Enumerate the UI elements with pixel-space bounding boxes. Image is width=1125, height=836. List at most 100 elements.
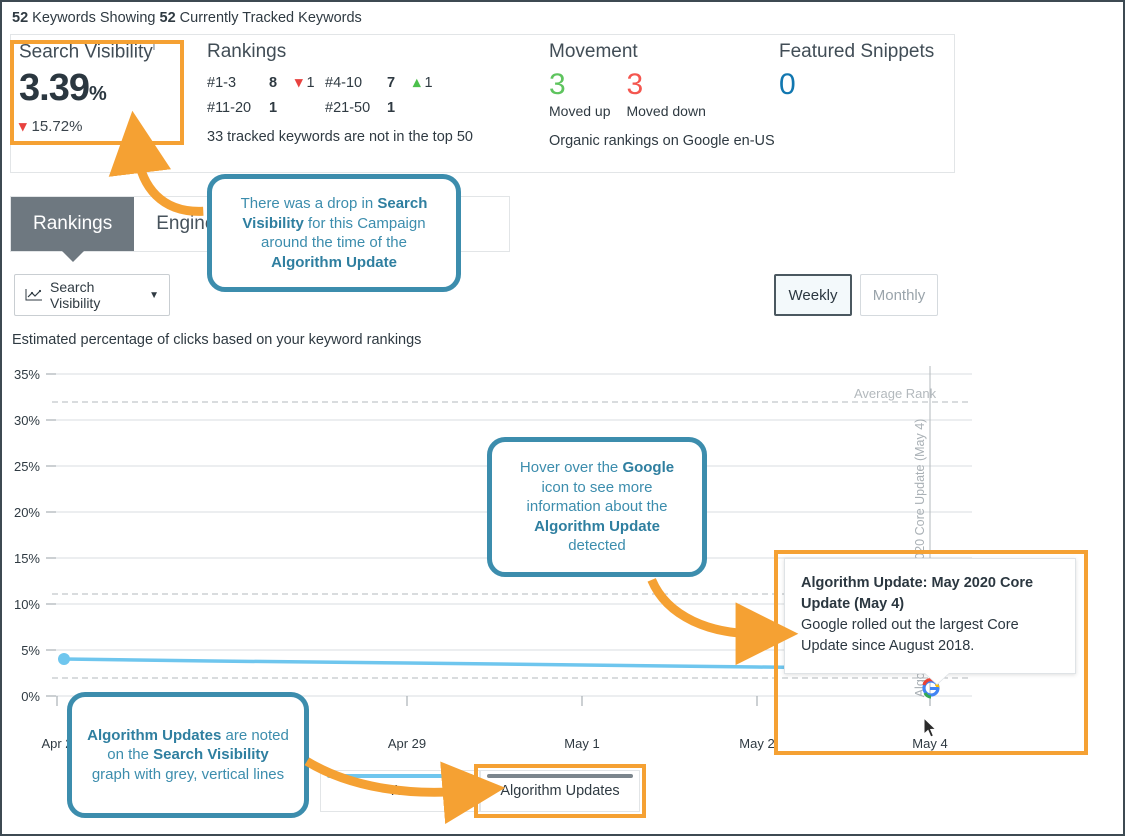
moved-up-value: 3 <box>549 68 566 101</box>
callout-text-bold: Search Visibility <box>242 195 428 232</box>
callout-text-bold: Search Visibility <box>153 746 269 764</box>
metric-dropdown-label: Search Visibility <box>50 279 101 311</box>
algorithm-update-tooltip: Algorithm Update: May 2020 Core Update (… <box>784 558 1076 675</box>
chevron-down-icon: ▾ <box>19 118 27 136</box>
y-tick-label: 30% <box>14 413 40 428</box>
legend-item-algorithm-updates[interactable]: Algorithm Updates <box>480 770 640 812</box>
keyword-count-primary: 52 <box>12 10 29 26</box>
search-visibility-delta: ▾ 15.72% <box>19 118 194 135</box>
featured-snippets-title: Featured Snippets <box>779 41 935 62</box>
y-tick-label: 5% <box>21 643 40 658</box>
chart-x-labels: Apr 2 Apr 29 May 1 May 2 May 4 <box>41 736 947 751</box>
keyword-count-line: 52 Keywords Showing 52 Currently Tracked… <box>12 10 362 26</box>
percent-sign: % <box>88 83 107 106</box>
movement-footnote: Organic rankings on Google en-US <box>549 132 775 149</box>
moved-down-stat: 3 Moved down <box>626 69 705 119</box>
rankings-grid: #1-3 8 ▾ 1 #4-10 7 ▴ 1 #11-20 1 <box>207 70 507 120</box>
callout-text: are noted on the <box>107 726 289 764</box>
chart-subtitle: Estimated percentage of clicks based on … <box>12 332 422 348</box>
x-tick-label: May 4 <box>912 736 947 751</box>
y-tick-label: 35% <box>14 367 40 382</box>
x-tick-label: Apr 2 <box>41 736 72 751</box>
featured-snippets-value: 0 <box>779 68 796 101</box>
chart-legend: You Algorithm Updates <box>320 770 640 812</box>
movement-metric: Movement 3 Moved up 3 Moved down Organic… <box>549 41 775 178</box>
callout-text: detected <box>568 537 626 555</box>
tooltip-body: Google rolled out the largest Core Updat… <box>801 617 1019 655</box>
y-tick-label: 25% <box>14 459 40 474</box>
summary-panel: Search Visibilityi 3.39% ▾ 15.72% Rankin… <box>10 34 955 173</box>
rank-bucket-delta: 1 <box>306 74 315 91</box>
rank-bucket-count: 7 <box>387 74 396 91</box>
rank-bucket-count: 1 <box>269 99 278 116</box>
callout-text: graph with grey, vertical lines <box>91 765 285 783</box>
moved-up-stat: 3 Moved up <box>549 69 610 119</box>
callout-text: Hover over the <box>519 459 623 477</box>
keyword-text-2: Currently Tracked Keywords <box>175 10 362 26</box>
search-visibility-label: Search Visibility <box>19 41 153 63</box>
callout-search-visibility-drop: There was a drop in Search Visibility fo… <box>207 174 461 292</box>
rankings-footnote: 33 tracked keywords are not in the top 5… <box>207 129 473 145</box>
y-tick-label: 20% <box>14 505 40 520</box>
moved-down-label: Moved down <box>626 102 706 119</box>
series-you-start-marker[interactable] <box>58 653 70 665</box>
chart-y-tick-marks <box>46 373 56 697</box>
search-visibility-delta-value: 15.72% <box>31 118 83 136</box>
movement-values: 3 Moved up 3 Moved down <box>549 69 774 119</box>
search-visibility-value: 3.39% <box>19 69 194 107</box>
callout-hover-google-icon: Hover over the Google icon to see more i… <box>487 437 707 577</box>
callout-text: icon to see more information about the <box>526 478 668 516</box>
keyword-text-1: Keywords Showing <box>28 10 160 26</box>
sparkline-icon <box>25 288 43 302</box>
chart-y-labels: 35% 30% 25% 20% 15% 10% 5% 0% <box>14 367 40 704</box>
callout-text-bold: Google <box>622 459 675 477</box>
rank-bucket-label: #4-10 <box>325 74 363 91</box>
keyword-count-secondary: 52 <box>159 10 176 26</box>
chevron-down-icon: ▼ <box>149 289 159 301</box>
callout-text-bold: Algorithm Updates <box>87 726 222 744</box>
period-toggle: Weekly Monthly <box>774 274 938 316</box>
callout-text-bold: Algorithm Update <box>534 517 660 535</box>
rank-bucket-count: 8 <box>269 74 278 91</box>
y-tick-label: 10% <box>14 597 40 612</box>
search-visibility-title: Search Visibilityi <box>19 41 194 63</box>
average-rank-label: Average Rank <box>854 386 937 401</box>
rank-bucket-label: #1-3 <box>207 74 237 91</box>
rank-bucket-delta: 1 <box>424 74 433 91</box>
rank-bucket-change: ▴ 1 <box>413 75 443 91</box>
metric-dropdown[interactable]: Search Visibility ▼ <box>14 274 170 316</box>
x-tick-label: Apr 29 <box>388 736 426 751</box>
search-visibility-number: 3.39 <box>19 67 90 110</box>
chevron-up-icon: ▴ <box>413 74 421 91</box>
callout-text: There was a drop in <box>240 195 378 212</box>
info-icon[interactable]: i <box>152 41 156 53</box>
weekly-button[interactable]: Weekly <box>774 274 852 316</box>
rank-bucket-label: #21-50 <box>325 99 371 116</box>
chart-reference-lines <box>52 401 972 679</box>
x-tick-label: May 1 <box>564 736 599 751</box>
tab-rankings[interactable]: Rankings <box>11 197 135 251</box>
rank-bucket-count: 1 <box>387 99 396 116</box>
tooltip-title: Algorithm Update: May 2020 Core Update (… <box>801 575 1034 613</box>
chevron-down-icon: ▾ <box>295 74 303 91</box>
rankings-row: #11-20 1 #21-50 1 <box>207 95 507 120</box>
rank-bucket-label: #11-20 <box>207 99 252 116</box>
x-tick-label: May 2 <box>739 736 774 751</box>
rankings-row: #1-3 8 ▾ 1 #4-10 7 ▴ 1 <box>207 70 507 95</box>
y-tick-label: 0% <box>21 689 40 704</box>
rankings-title: Rankings <box>207 41 287 62</box>
legend-item-you[interactable]: You <box>320 770 480 812</box>
rankings-metric: Rankings #1-3 8 ▾ 1 #4-10 7 ▴ 1 <box>207 41 507 178</box>
mouse-cursor-icon <box>924 718 937 738</box>
callout-text-bold: Algorithm Update <box>271 253 397 271</box>
movement-title: Movement <box>549 41 638 62</box>
featured-snippets-metric: Featured Snippets 0 <box>779 41 969 178</box>
chart-x-tick-marks <box>56 696 931 706</box>
moved-up-label: Moved up <box>549 102 611 119</box>
monthly-button[interactable]: Monthly <box>860 274 938 316</box>
callout-text: for this Campaign around the time of the <box>261 214 426 252</box>
rank-bucket-change: ▾ 1 <box>295 75 325 91</box>
y-tick-label: 15% <box>14 551 40 566</box>
moved-down-value: 3 <box>626 68 644 101</box>
